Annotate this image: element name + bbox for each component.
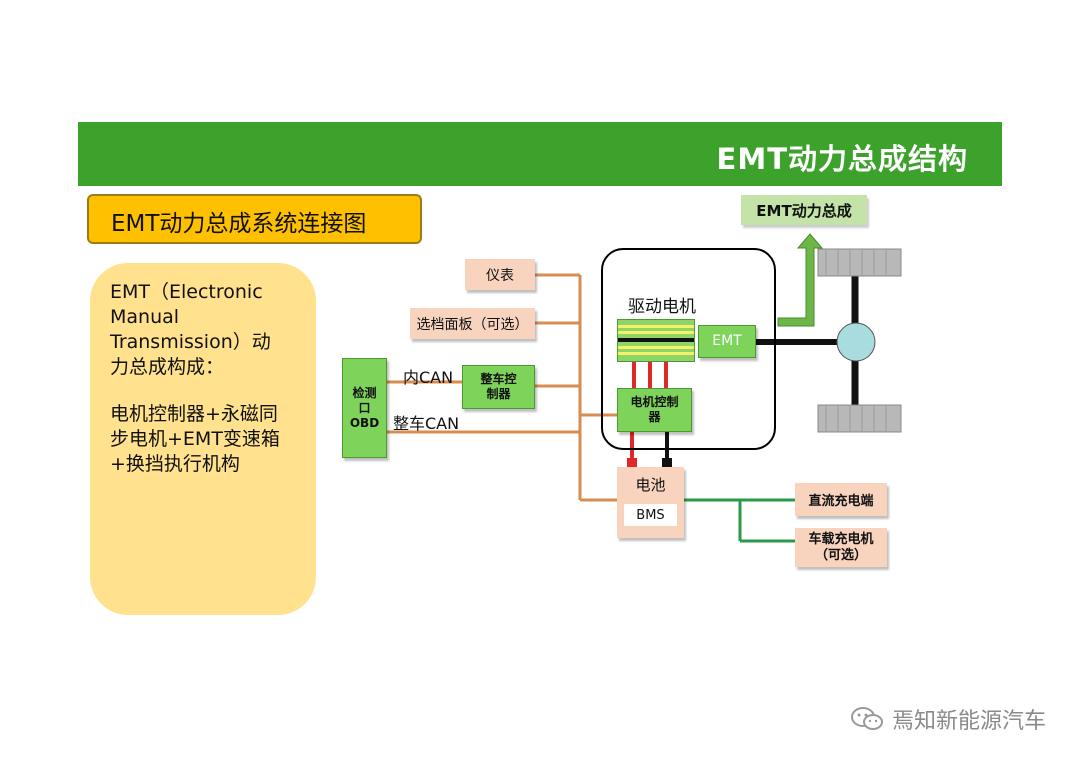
battery-box: 电池 BMS [617, 467, 684, 538]
drive-motor-label: 驱动电机 [628, 297, 696, 317]
dc-charge-port-box: 直流充电端 [795, 483, 887, 516]
wheel-top [817, 248, 902, 277]
battery-label: 电池 [635, 476, 666, 494]
subtitle-box: EMT动力总成系统连接图 [87, 194, 422, 244]
description-components: 电机控制器+永磁同 步电机+EMT变速箱 +换挡执行机构 [110, 403, 280, 475]
subtitle-text: EMT动力总成系统连接图 [111, 211, 367, 237]
description-panel: EMT（Electronic Manual Transmission）动 力总成… [90, 263, 316, 615]
wechat-icon [850, 707, 883, 730]
motor-rotor-graphic [617, 319, 695, 362]
vehicle-can-label: 整车CAN [393, 414, 460, 433]
instrument-box: 仪表 [465, 259, 535, 290]
vehicle-controller-box: 整车控 制器 [462, 365, 535, 409]
watermark-text: 焉知新能源汽车 [891, 709, 1046, 734]
dc-negative-terminal [662, 458, 672, 467]
inner-can-label: 内CAN [403, 368, 454, 387]
emt-assembly-label: EMT动力总成 [741, 195, 867, 225]
drive-motor-frame [601, 248, 776, 450]
watermark: 焉知新能源汽车 [850, 703, 1046, 735]
wheel-bottom [817, 404, 902, 433]
assembly-arrow [777, 233, 824, 327]
description-intro: EMT（Electronic Manual Transmission）动 力总成… [110, 281, 271, 378]
emt-transmission-box: EMT [698, 325, 756, 358]
differential-hub [836, 322, 876, 362]
motor-controller-box: 电机控制 器 [617, 388, 692, 432]
shift-panel-box: 选档面板（可选） [410, 308, 535, 339]
obd-port-box: 检测 口 OBD [342, 358, 387, 458]
header-banner: EMT动力总成结构 [78, 122, 1002, 186]
onboard-charger-box: 车载充电机 （可选） [795, 528, 887, 567]
page-title: EMT动力总成结构 [716, 142, 968, 176]
bms-box: BMS [624, 504, 677, 526]
dc-positive-terminal [627, 458, 637, 467]
